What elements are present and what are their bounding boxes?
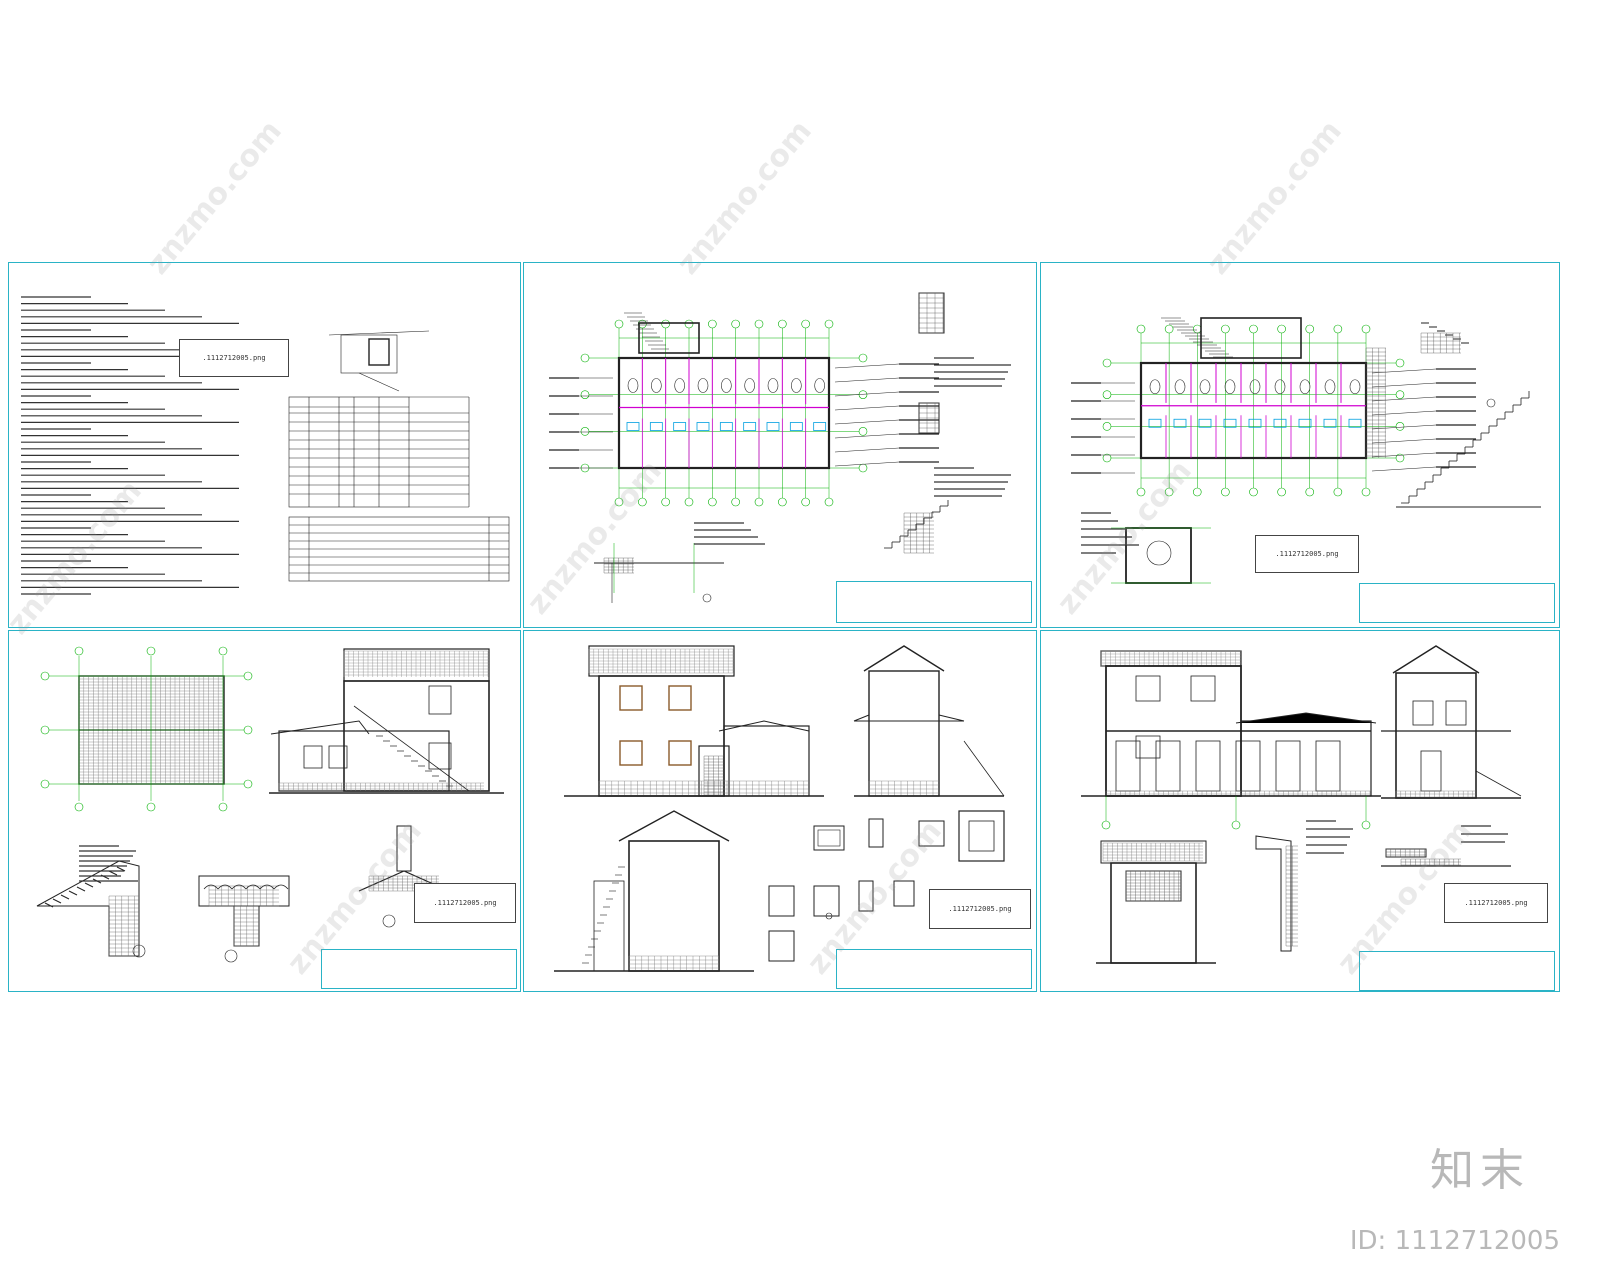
title-block — [321, 949, 517, 989]
file-stamp: .1112712005.png — [929, 889, 1031, 929]
title-block — [836, 581, 1032, 623]
watermark-text: znzmo.com — [140, 113, 289, 282]
watermark-text: znzmo.com — [670, 113, 819, 282]
file-stamp: .1112712005.png — [179, 339, 289, 377]
file-stamp: .1112712005.png — [414, 883, 516, 923]
file-stamp: .1112712005.png — [1444, 883, 1548, 923]
roof-elevation-drawing — [36, 646, 504, 963]
watermark-text: znzmo.com — [1200, 113, 1349, 282]
second-floor-plan-sheet: .1112712005.png — [1040, 262, 1560, 628]
elevations-sections-sheet: .1112712005.png — [523, 630, 1037, 992]
sections-details-sheet: .1112712005.png — [1040, 630, 1560, 992]
file-stamp: .1112712005.png — [1255, 535, 1359, 573]
sections-drawing — [1081, 645, 1522, 964]
title-block — [1359, 951, 1555, 991]
first-floor-plan-sheet — [523, 262, 1037, 628]
title-block — [836, 949, 1032, 989]
elevations-drawing — [554, 645, 1005, 972]
title-block — [1359, 583, 1555, 623]
image-id: ID: 1112712005 — [1349, 1226, 1560, 1256]
first-floor-plan-drawing — [549, 292, 1011, 603]
second-floor-plan-drawing — [1071, 317, 1541, 584]
brand-logo: 知末 — [1430, 1145, 1530, 1196]
design-notes-sheet: .1112712005.png — [8, 262, 521, 628]
notes-drawing — [21, 296, 510, 595]
roof-plan-elevation-sheet: .1112712005.png — [8, 630, 521, 992]
